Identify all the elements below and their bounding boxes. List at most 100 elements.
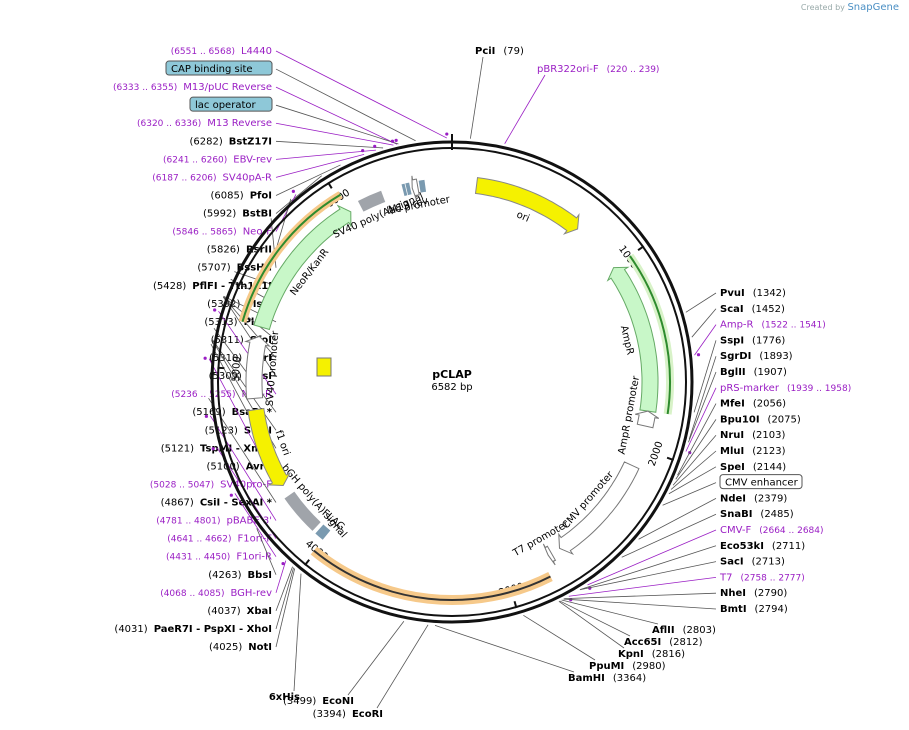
site-position: (5707) <box>197 263 230 274</box>
site-position: (6241 .. 6260) <box>163 155 227 165</box>
primer-mark <box>229 493 233 497</box>
site-position: (2812) <box>669 637 702 648</box>
callout-line <box>579 561 717 591</box>
site-position: (4431 .. 4450) <box>166 553 230 563</box>
site-position: (2711) <box>772 541 805 552</box>
feature-ori <box>474 177 580 235</box>
feature-callout-box <box>719 474 803 490</box>
site-label: PfoI <box>250 190 272 201</box>
callout-line <box>568 577 717 597</box>
primer-label: pBR322ori-F <box>537 64 599 75</box>
callout-line <box>275 194 297 232</box>
orf-arc <box>313 549 551 601</box>
site-label: SgrDI <box>720 351 751 362</box>
primer-mark <box>203 356 207 360</box>
site-position: (5169) <box>192 407 225 418</box>
callout-line <box>275 140 384 149</box>
callout-line <box>559 600 631 637</box>
site-label: AvrII <box>246 461 272 472</box>
site-position: (1452) <box>752 304 785 315</box>
site-label: CsiI - SexAI * <box>200 498 273 509</box>
site-position: (3499) <box>283 696 316 707</box>
callout-line <box>275 122 394 146</box>
site-position: (2103) <box>752 430 785 441</box>
callout-line <box>675 419 717 480</box>
callout-line <box>293 573 302 692</box>
primer-label: M13 Reverse <box>207 118 272 129</box>
primer-label: BGH-rev <box>230 588 272 599</box>
site-position: (5846 .. 5865) <box>172 228 236 238</box>
callout-line <box>256 528 277 575</box>
site-label: NruI <box>720 430 744 441</box>
site-position: (2790) <box>754 588 787 599</box>
site-position: (2144) <box>753 462 786 473</box>
feature-cmv-promoter <box>558 461 640 556</box>
primer-mark <box>204 414 208 418</box>
site-position: (2980) <box>632 661 665 672</box>
site-label: BamHI <box>568 673 605 684</box>
callout-line <box>668 466 717 495</box>
site-position: (5028 .. 5047) <box>150 480 214 490</box>
site-label: SnaBI <box>720 509 752 520</box>
primer-label: T7 <box>719 572 732 583</box>
marker-orf-arc <box>629 255 671 415</box>
site-position: (4781 .. 4801) <box>156 517 220 527</box>
callout-line <box>275 560 287 593</box>
feature-flag <box>315 524 331 540</box>
site-position: (5826) <box>207 245 240 256</box>
primer-label: pRS-marker <box>720 383 780 394</box>
callout-line <box>275 153 365 178</box>
primer-mark <box>445 132 449 136</box>
primer-label: L4440 <box>241 46 272 57</box>
site-position: (2713) <box>752 557 785 568</box>
snapgene-brand: Created by SnapGene <box>801 2 899 13</box>
site-position: (5992) <box>203 209 236 220</box>
callout-line <box>469 56 484 139</box>
callout-line <box>564 592 717 600</box>
callout-line <box>275 566 293 612</box>
callout-line <box>523 614 596 661</box>
callout-line <box>234 271 277 287</box>
feature-f1-ori <box>247 407 292 487</box>
feature-bgh-poly-a-signal <box>284 491 321 531</box>
site-position: (5309) <box>209 371 242 382</box>
site-position: (5311) <box>211 335 244 346</box>
site-label: PpuMI <box>589 661 624 672</box>
site-position: (4025) <box>209 642 242 653</box>
site-label: PciI <box>475 46 495 57</box>
site-position: (1776) <box>752 335 785 346</box>
primer-mark <box>291 189 295 193</box>
site-position: (5123) <box>205 425 238 436</box>
feature-callout-label: CMV enhancer <box>725 478 799 489</box>
callout-line <box>558 601 625 649</box>
callout-line <box>347 620 405 696</box>
feature-label: AmpR <box>618 325 636 357</box>
site-position: (5428) <box>153 281 186 292</box>
primer-label: SV40pro-F <box>220 479 272 490</box>
callout-line <box>688 371 717 443</box>
site-label: Bpu10I <box>720 414 760 425</box>
site-label: BmtI <box>720 604 747 615</box>
site-position: (6085) <box>210 190 243 201</box>
ruler-tick <box>327 181 333 189</box>
site-position: (2758 .. 2777) <box>740 573 804 583</box>
primer-label: F1ori-R <box>236 552 272 563</box>
callout-line <box>275 175 322 214</box>
feature-sv40-poly-a-signal <box>357 190 386 212</box>
site-label: EcoNI <box>322 696 354 707</box>
plasmid-length: 6582 bp <box>431 382 472 393</box>
callout-line <box>223 296 277 359</box>
callout-line <box>677 403 717 476</box>
feature-callout-label: lac operator <box>195 100 256 111</box>
primer-mark <box>394 138 398 142</box>
callout-line <box>694 324 717 356</box>
site-position: (6282) <box>189 136 222 147</box>
primer-mark <box>361 149 365 153</box>
site-label: NotI <box>248 642 272 653</box>
primer-label: Amp-R <box>720 320 754 331</box>
primer-mark <box>696 353 701 357</box>
callout-line <box>638 498 717 540</box>
feature-callout-box <box>189 96 273 112</box>
site-position: (2123) <box>752 446 785 457</box>
site-label: BstZ17I <box>229 136 272 147</box>
